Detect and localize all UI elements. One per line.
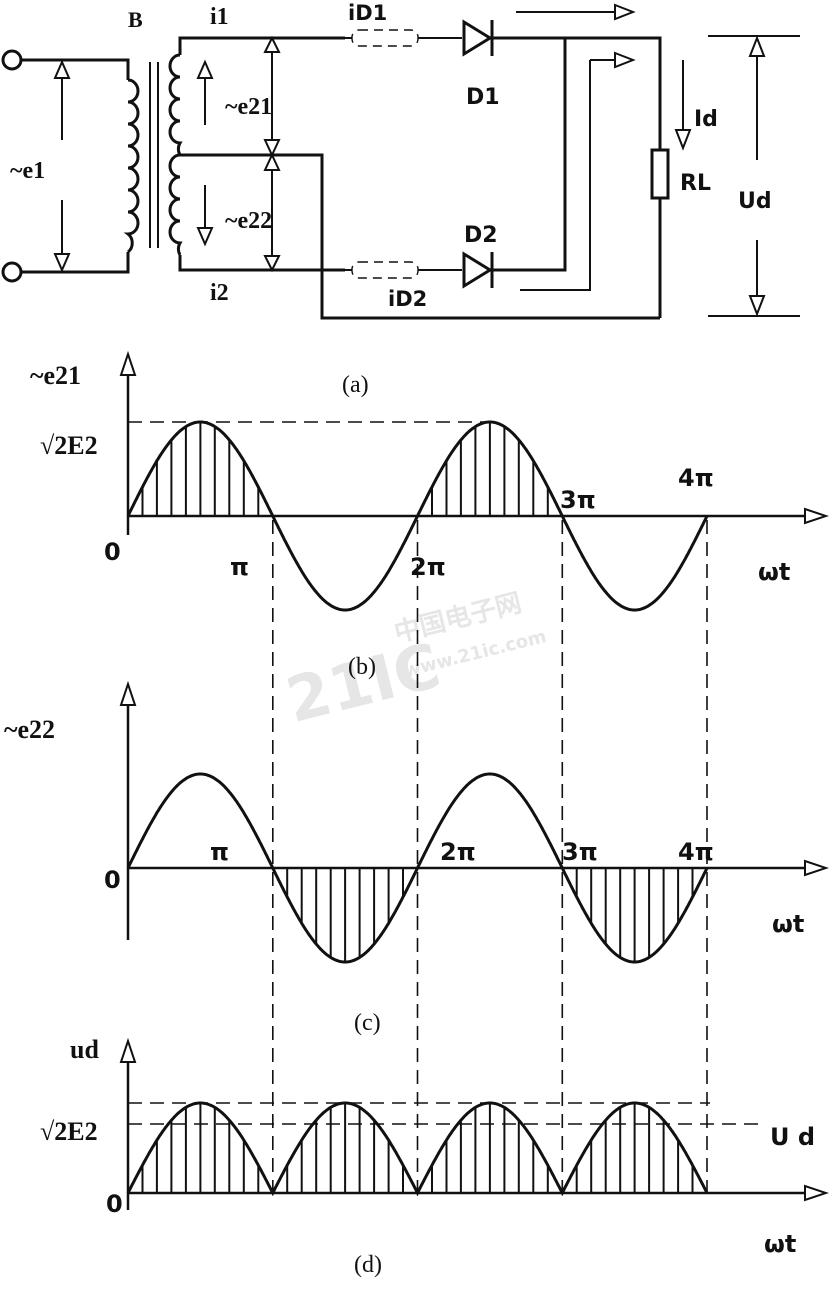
e22-label: ~e22 xyxy=(225,208,272,234)
panel-c-origin: 0 xyxy=(104,866,121,894)
panel-c-tick-pi: π xyxy=(210,838,229,866)
current-i2-label: i2 xyxy=(210,280,229,306)
panel-c-waveform: ~e22 0 π 2π 3π 4π ωt xyxy=(4,680,829,964)
panel-d-origin: 0 xyxy=(106,1190,123,1218)
id2-label: iD2 xyxy=(388,287,427,311)
circuit-diagram: B ~e1 i1 i2 ~e21 ~e22 iD1 iD2 D1 D2 Id R… xyxy=(1,1,800,320)
panel-b-curve xyxy=(126,420,709,612)
watermark: 21IC 中国电子网 www.21ic.com xyxy=(279,588,548,737)
caption-b: (b) xyxy=(348,654,376,680)
transformer-label: B xyxy=(128,7,143,32)
d2-label: D2 xyxy=(464,223,498,248)
alignment-guides xyxy=(271,520,708,1193)
diode-d1 xyxy=(462,19,494,57)
panel-c-x-label: ωt xyxy=(772,910,804,938)
input-voltage-label: ~e1 xyxy=(10,158,45,184)
panel-c-hatching xyxy=(286,868,694,962)
panel-c-y-arrow xyxy=(119,680,137,706)
d1-output-wire xyxy=(492,36,662,150)
panel-d-y-arrow xyxy=(119,1037,137,1063)
panel-d-amplitude-label: √2E2 xyxy=(40,1117,98,1146)
secondary-coil-bottom xyxy=(168,153,183,256)
flow-arrow-return-d1 xyxy=(520,60,591,291)
caption-d: (d) xyxy=(354,1252,382,1278)
meter-id1 xyxy=(351,29,419,47)
panel-d-x-label: ωt xyxy=(764,1230,796,1258)
meter-id2 xyxy=(351,261,419,279)
panel-b-origin: 0 xyxy=(104,538,121,566)
caption-c: (c) xyxy=(354,1010,381,1036)
caption-a: (a) xyxy=(342,372,369,398)
panel-d-mean-label: U d xyxy=(770,1123,815,1151)
panel-d-waveform: ud √2E2 0 U d ωt xyxy=(40,1035,829,1258)
secondary-leads xyxy=(178,36,345,272)
ud-bracket xyxy=(708,35,800,317)
primary-coil xyxy=(123,78,140,254)
diode-d2 xyxy=(462,251,494,289)
panel-b-x-label: ωt xyxy=(758,558,790,586)
transformer-core xyxy=(149,62,159,248)
watermark-logo: 21IC xyxy=(279,629,447,737)
primary-wires xyxy=(21,58,130,274)
d2-output-wire xyxy=(492,38,567,272)
panel-b-hatching xyxy=(141,422,549,516)
panel-b-tick-3pi: 3π xyxy=(560,486,596,514)
e21-label: ~e21 xyxy=(225,94,272,120)
panel-b-y-arrow xyxy=(119,350,137,376)
panel-d-x-arrow xyxy=(804,1184,829,1202)
id1-label: iD1 xyxy=(348,1,387,25)
center-tap-wire xyxy=(180,153,660,320)
panel-b-tick-2pi: 2π xyxy=(410,553,446,581)
panel-d-hatching xyxy=(141,1103,694,1193)
panel-b-tick-4pi: 4π xyxy=(678,464,714,492)
panel-b-y-label: ~e21 xyxy=(30,361,81,390)
current-i1-label: i1 xyxy=(210,4,229,30)
panel-b-x-arrow xyxy=(804,507,829,525)
panel-c-tick-3pi: 3π xyxy=(562,838,598,866)
output-voltage-label: Ud xyxy=(738,189,772,214)
load-resistor xyxy=(650,148,670,200)
load-current-label: Id xyxy=(694,107,718,132)
input-terminal-bottom xyxy=(1,261,23,283)
panel-c-curve xyxy=(126,772,709,964)
input-terminal-top xyxy=(1,49,23,71)
panel-b-amplitude-label: √2E2 xyxy=(40,431,98,460)
load-label: RL xyxy=(680,171,711,196)
secondary-coil-top xyxy=(168,53,183,156)
panel-c-x-arrow xyxy=(804,859,829,877)
panel-d-y-label: ud xyxy=(70,1035,99,1064)
panel-b-waveform: ~e21 √2E2 0 π 2π 3π 4π ωt xyxy=(30,350,829,612)
panel-b-tick-pi: π xyxy=(230,553,249,581)
panel-c-y-label: ~e22 xyxy=(4,715,55,744)
d1-label: D1 xyxy=(466,85,500,110)
panel-c-tick-2pi: 2π xyxy=(440,838,476,866)
panel-c-tick-4pi: 4π xyxy=(678,838,714,866)
